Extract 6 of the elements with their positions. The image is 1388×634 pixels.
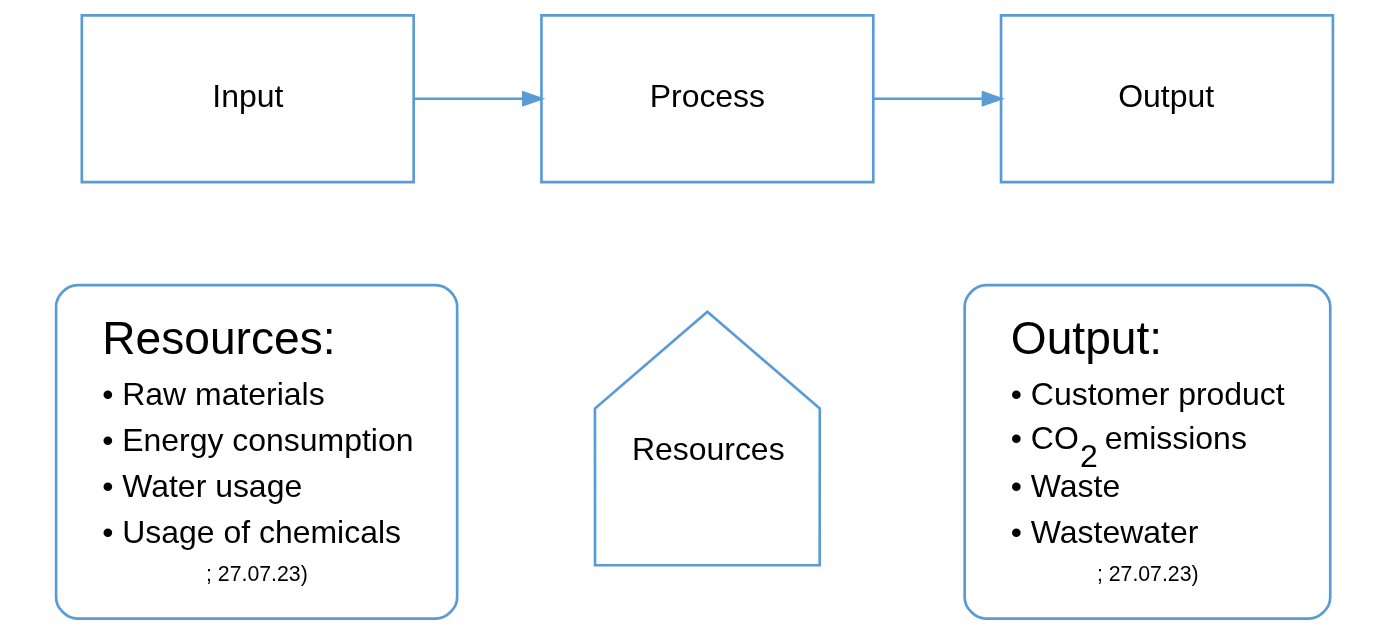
arrow [413, 90, 545, 107]
node-box: Resources: • Raw materials • Energy consumption • Water usage • Usage of chemicals ; 27.07.23) [54, 283, 458, 620]
arrow [872, 90, 1005, 107]
node-box: Output [999, 14, 1334, 184]
node-box: Input [80, 14, 415, 184]
node-box: Process [539, 14, 875, 184]
